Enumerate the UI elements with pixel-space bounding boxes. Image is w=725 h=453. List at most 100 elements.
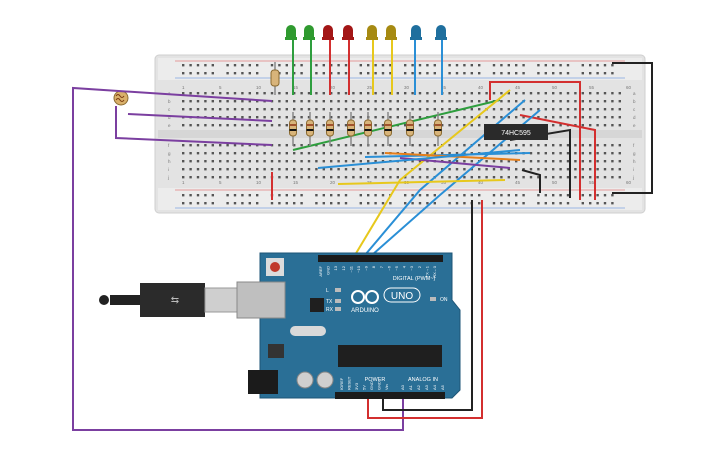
row-letter: i bbox=[633, 167, 634, 172]
row-letter: d bbox=[168, 115, 171, 120]
chip-label: 74HC595 bbox=[501, 130, 531, 137]
column-number-top: 15 bbox=[293, 85, 299, 90]
column-number-top: 50 bbox=[552, 85, 558, 90]
row-letter: f bbox=[633, 143, 635, 148]
column-number-bottom: 35 bbox=[441, 180, 447, 185]
analog-pin-label: A1 bbox=[408, 384, 413, 390]
power-label: POWER bbox=[365, 377, 386, 383]
power-pin-label: GND bbox=[377, 381, 382, 390]
column-number-top: 60 bbox=[626, 85, 632, 90]
row-letter: h bbox=[633, 159, 636, 164]
rx-led-label: RX bbox=[326, 307, 334, 313]
digital-pin-label: ~9 bbox=[364, 265, 369, 270]
breadboard-column-numbers: 1155101015152020252530303535404045455050… bbox=[182, 85, 632, 185]
analog-pin-label: A3 bbox=[424, 384, 429, 390]
digital-pin-label: ~11 bbox=[348, 265, 353, 272]
resistor bbox=[364, 112, 372, 146]
column-number-top: 35 bbox=[441, 85, 447, 90]
led-green bbox=[285, 25, 297, 40]
uno-label: UNO bbox=[391, 291, 413, 302]
led-yellow bbox=[366, 25, 378, 40]
on-led-label: ON bbox=[440, 297, 448, 303]
column-number-top: 10 bbox=[256, 85, 262, 90]
tx-led-label: TX bbox=[326, 299, 333, 305]
breadboard: 1155101015152020252530303535404045455050… bbox=[154, 54, 646, 214]
resistor bbox=[384, 112, 392, 146]
digital-pin-label: ~10 bbox=[356, 265, 361, 273]
row-letter: e bbox=[168, 123, 171, 128]
resistor bbox=[347, 112, 355, 146]
led-row bbox=[285, 25, 447, 40]
column-number-bottom: 55 bbox=[589, 180, 595, 185]
led-red bbox=[322, 25, 334, 40]
power-pin-label: 3V3 bbox=[354, 382, 359, 390]
digital-pin-label: GND bbox=[326, 266, 331, 275]
digital-pin-label: TX→1 bbox=[424, 265, 429, 277]
row-letter: e bbox=[633, 123, 636, 128]
column-number-bottom: 1 bbox=[182, 180, 185, 185]
row-letter: f bbox=[168, 143, 170, 148]
digital-pin-label: ~5 bbox=[394, 265, 399, 270]
digital-pin-label: AREF bbox=[318, 265, 323, 276]
resistor bbox=[289, 112, 297, 146]
usb-cable: ⇆ bbox=[99, 283, 238, 317]
digital-pin-label: 12 bbox=[341, 265, 346, 270]
column-number-bottom: 60 bbox=[626, 180, 632, 185]
column-number-top: 5 bbox=[219, 85, 222, 90]
column-number-top: 25 bbox=[367, 85, 373, 90]
row-letter: d bbox=[633, 115, 636, 120]
arduino-logo: ARDUINO bbox=[351, 290, 379, 314]
digital-pin-label: ~6 bbox=[386, 265, 391, 270]
row-letter: b bbox=[168, 99, 171, 104]
row-letter: h bbox=[168, 159, 171, 164]
row-letter: a bbox=[633, 91, 636, 96]
resistor bbox=[306, 112, 314, 146]
row-letter: g bbox=[168, 151, 171, 156]
power-pin-label: GND bbox=[369, 381, 374, 390]
analog-pin-label: A0 bbox=[400, 384, 405, 390]
resistor bbox=[406, 112, 414, 146]
column-number-bottom: 50 bbox=[552, 180, 558, 185]
led-blue bbox=[435, 25, 447, 40]
digital-pwm-label: DIGITAL (PWM~) bbox=[393, 276, 436, 282]
digital-pin-label: ~3 bbox=[409, 265, 414, 270]
digital-pin-label: RX←0 bbox=[432, 265, 437, 278]
column-number-bottom: 45 bbox=[515, 180, 521, 185]
row-letter: j bbox=[167, 175, 169, 180]
resistor-row bbox=[289, 112, 442, 146]
led-blue bbox=[410, 25, 422, 40]
column-number-bottom: 40 bbox=[478, 180, 484, 185]
column-number-bottom: 20 bbox=[330, 180, 336, 185]
led-green bbox=[303, 25, 315, 40]
led-yellow bbox=[385, 25, 397, 40]
photoresistor bbox=[113, 90, 129, 106]
digital-pin-label: 8 bbox=[371, 265, 376, 268]
reset-button[interactable] bbox=[270, 262, 280, 272]
column-number-top: 30 bbox=[404, 85, 410, 90]
column-number-bottom: 15 bbox=[293, 180, 299, 185]
column-number-top: 1 bbox=[182, 85, 185, 90]
power-pin-label: IOREF bbox=[339, 377, 344, 390]
arduino-uno-board: ⇆ ARDUINO UNO ON L TX RX bbox=[99, 252, 461, 399]
column-number-top: 20 bbox=[330, 85, 336, 90]
l-led-label: L bbox=[326, 288, 329, 294]
column-number-bottom: 10 bbox=[256, 180, 262, 185]
digital-pin-label: 2 bbox=[417, 265, 422, 268]
row-letter: g bbox=[633, 151, 636, 156]
led-red bbox=[342, 25, 354, 40]
column-number-top: 55 bbox=[589, 85, 595, 90]
digital-pin-label: 7 bbox=[379, 265, 384, 268]
digital-pin-label: 13 bbox=[333, 265, 338, 270]
power-pin-label: RESET bbox=[347, 376, 352, 390]
analog-in-label: ANALOG IN bbox=[408, 377, 438, 383]
row-letter: i bbox=[168, 167, 169, 172]
analog-pin-label: A4 bbox=[432, 384, 437, 390]
column-number-top: 45 bbox=[515, 85, 521, 90]
power-pin-label: Vin bbox=[384, 384, 389, 390]
shift-register-chip: 74HC595 bbox=[484, 124, 548, 140]
